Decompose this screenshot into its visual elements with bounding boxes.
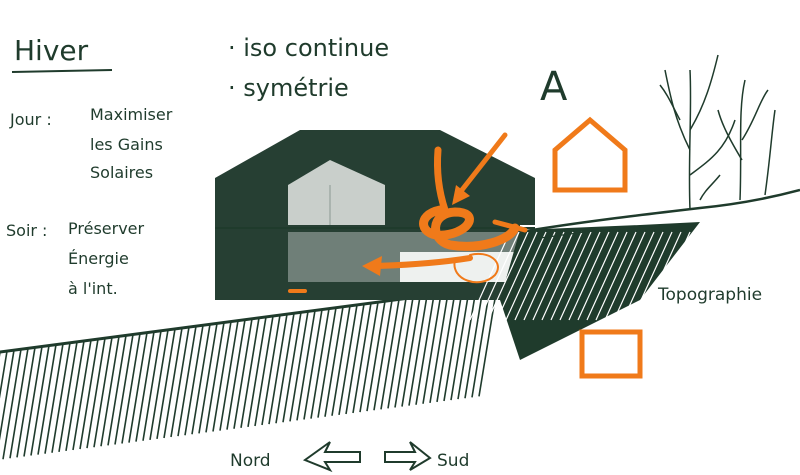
day-label: Jour : [9, 110, 52, 129]
compass-south: Sud [437, 451, 469, 471]
north-arrow-icon [302, 441, 361, 473]
note-iso: · iso continue [228, 34, 389, 62]
compass-arrows [302, 441, 432, 473]
zone-box [579, 329, 643, 379]
topography-label: Topographie [657, 285, 762, 305]
topography-wedge [469, 188, 800, 360]
orange-marks [552, 116, 643, 379]
evening-line-2: Énergie [68, 249, 129, 268]
upper-glazing [288, 160, 385, 225]
day-line-1: Maximiser [90, 105, 173, 124]
zone-house-icon [552, 116, 628, 193]
south-arrow-icon [384, 441, 432, 471]
evening-line-3: à l'int. [68, 279, 118, 298]
bare-trees [659, 54, 776, 211]
evening-line-1: Préserver [68, 219, 145, 238]
zone-label-a: A [540, 64, 568, 110]
day-line-3: Solaires [90, 163, 153, 182]
ground-hatching [0, 286, 498, 460]
heading-hiver: Hiver [14, 34, 89, 67]
note-symetrie: · symétrie [228, 74, 349, 102]
compass-north: Nord [230, 451, 271, 471]
evening-label: Soir : [6, 221, 47, 240]
heading-underline [11, 69, 113, 73]
solar-gain-arrows [288, 132, 528, 293]
day-line-2: les Gains [90, 135, 163, 154]
